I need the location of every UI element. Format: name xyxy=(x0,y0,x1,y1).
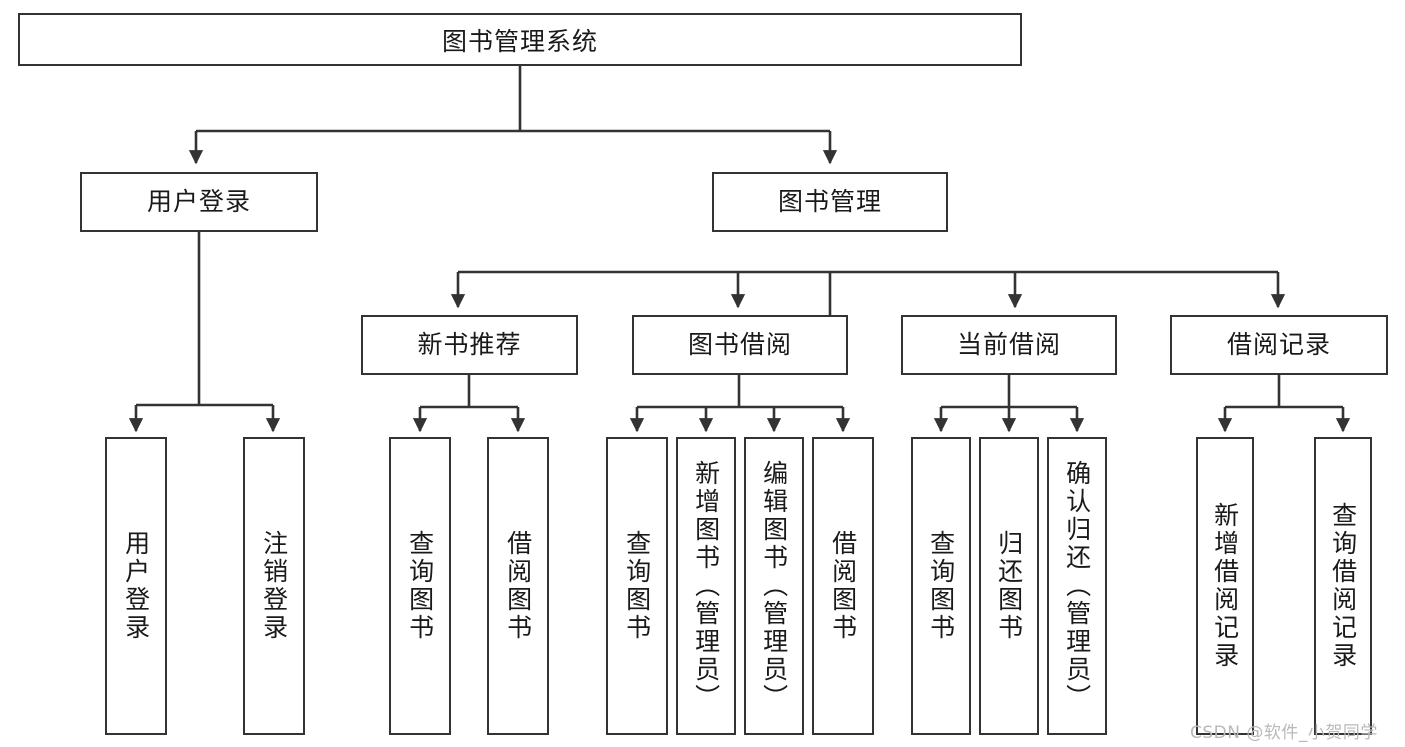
leaf-return-book[interactable]: 归还图书 xyxy=(979,437,1039,735)
leaf-edit-book-label: 编辑图书（管理员） xyxy=(759,460,789,712)
leaf-user-logout[interactable]: 注销登录 xyxy=(243,437,305,735)
node-book-borrow[interactable]: 图书借阅 xyxy=(632,315,848,375)
leaf-query-book-borrow-label: 查询图书 xyxy=(622,530,652,642)
leaf-query-borrow-record[interactable]: 查询借阅记录 xyxy=(1314,437,1372,735)
leaf-user-login[interactable]: 用户登录 xyxy=(105,437,167,735)
leaf-query-borrow-record-label: 查询借阅记录 xyxy=(1328,502,1358,670)
leaf-edit-book[interactable]: 编辑图书（管理员） xyxy=(744,437,804,735)
leaf-confirm-return-label: 确认归还（管理员） xyxy=(1062,460,1092,712)
leaf-query-book-recommend-label: 查询图书 xyxy=(405,530,435,642)
leaf-add-borrow-record-label: 新增借阅记录 xyxy=(1210,502,1240,670)
leaf-query-book-borrow[interactable]: 查询图书 xyxy=(606,437,668,735)
leaf-add-book-label: 新增图书（管理员） xyxy=(691,460,721,712)
leaf-confirm-return[interactable]: 确认归还（管理员） xyxy=(1047,437,1107,735)
leaf-query-book-current-label: 查询图书 xyxy=(926,530,956,642)
leaf-borrow-book-borrow-label: 借阅图书 xyxy=(828,530,858,642)
node-user-login[interactable]: 用户登录 xyxy=(80,172,318,232)
node-root-system[interactable]: 图书管理系统 xyxy=(18,13,1022,66)
leaf-borrow-book-borrow[interactable]: 借阅图书 xyxy=(812,437,874,735)
node-current-borrow[interactable]: 当前借阅 xyxy=(901,315,1117,375)
leaf-query-book-recommend[interactable]: 查询图书 xyxy=(389,437,451,735)
node-book-management[interactable]: 图书管理 xyxy=(712,172,948,232)
leaf-add-book[interactable]: 新增图书（管理员） xyxy=(676,437,736,735)
leaf-return-book-label: 归还图书 xyxy=(994,530,1024,642)
leaf-query-book-current[interactable]: 查询图书 xyxy=(911,437,971,735)
node-borrow-record[interactable]: 借阅记录 xyxy=(1170,315,1388,375)
leaf-user-logout-label: 注销登录 xyxy=(259,530,289,642)
leaf-user-login-label: 用户登录 xyxy=(121,530,151,642)
csdn-watermark: CSDN @软件_小贺同学 xyxy=(1190,723,1378,743)
node-new-book-recommend[interactable]: 新书推荐 xyxy=(361,315,578,375)
leaf-borrow-book-recommend-label: 借阅图书 xyxy=(503,530,533,642)
leaf-borrow-book-recommend[interactable]: 借阅图书 xyxy=(487,437,549,735)
leaf-add-borrow-record[interactable]: 新增借阅记录 xyxy=(1196,437,1254,735)
